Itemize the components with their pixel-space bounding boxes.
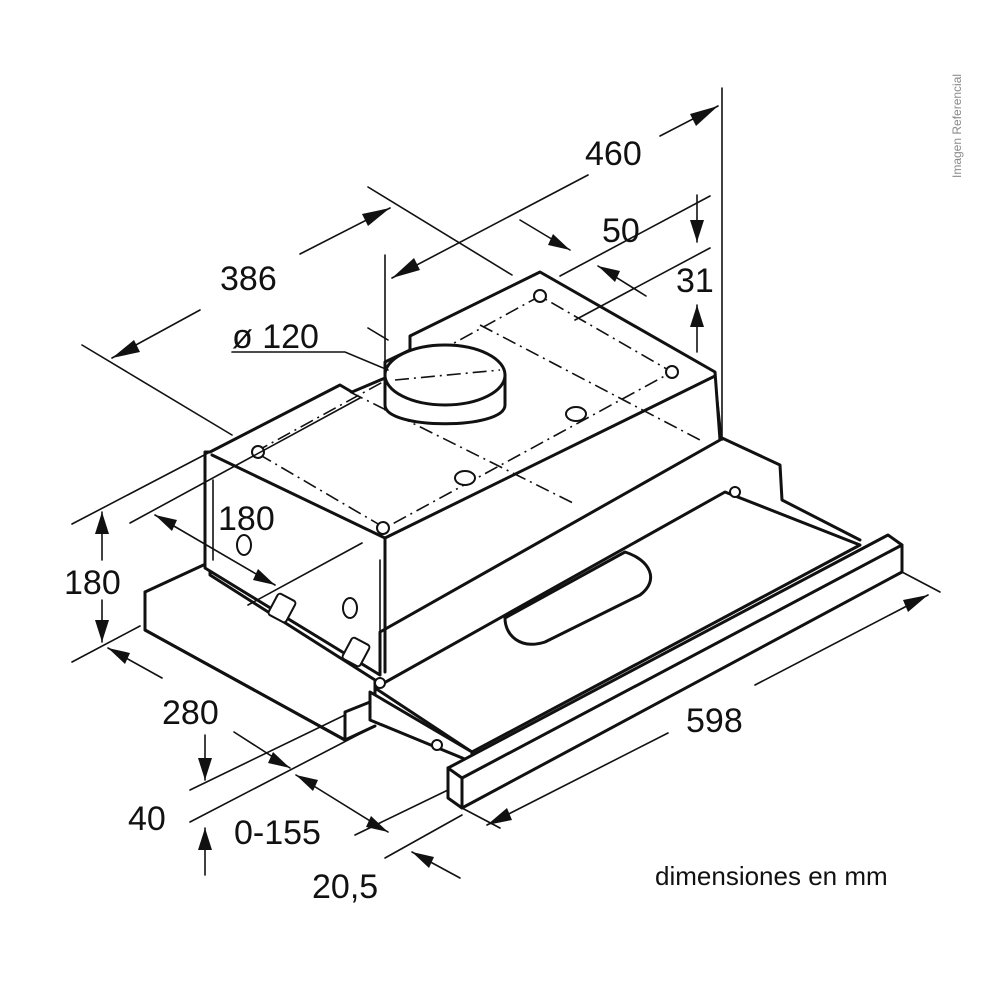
watermark-text: Imagen Referencial	[950, 74, 964, 178]
motor-housing	[203, 270, 723, 677]
dim-label-40: 40	[128, 800, 166, 838]
drawer-top-face	[373, 490, 862, 754]
dim-label-0-155: 0-155	[234, 814, 321, 852]
units-note: dimensiones en mm	[655, 861, 888, 891]
dim-label-50: 50	[602, 212, 640, 250]
drawer-pivot-2	[729, 486, 741, 498]
dim-label-598: 598	[686, 702, 743, 740]
drawer-pivot	[374, 677, 386, 689]
housing-right-edge	[714, 375, 723, 441]
dim-label-20-5: 20,5	[312, 868, 378, 906]
dim-label-180-inner: 180	[218, 500, 275, 538]
side-hole-1	[236, 534, 252, 556]
duct-rim	[383, 343, 507, 407]
housing-axis-line	[349, 391, 576, 505]
housing-hole-2	[565, 406, 587, 422]
screw-point-4	[376, 521, 390, 535]
dim-label-duct-diameter: ø 120	[232, 318, 319, 356]
dim-label-31: 31	[676, 262, 714, 300]
mount-bracket-1	[267, 592, 297, 624]
duct-axis	[394, 369, 501, 381]
drawer-handle	[503, 550, 653, 646]
telescopic-drawer	[368, 486, 904, 810]
screw-point-2	[533, 289, 547, 303]
base-tray-right-rim	[720, 436, 862, 542]
dim-label-460: 460	[585, 135, 642, 173]
mount-bracket-2	[341, 636, 371, 668]
drawer-hole	[431, 739, 443, 751]
dim-label-280: 280	[162, 694, 219, 732]
dimension-lines	[71, 87, 941, 879]
screw-point-3	[665, 365, 679, 379]
housing-axis-line-2	[479, 324, 701, 441]
housing-hole-1	[454, 470, 476, 486]
side-hole-2	[342, 597, 358, 619]
dim-label-386: 386	[220, 260, 277, 298]
duct-collar	[383, 343, 507, 426]
dim-label-180-height: 180	[64, 564, 121, 602]
